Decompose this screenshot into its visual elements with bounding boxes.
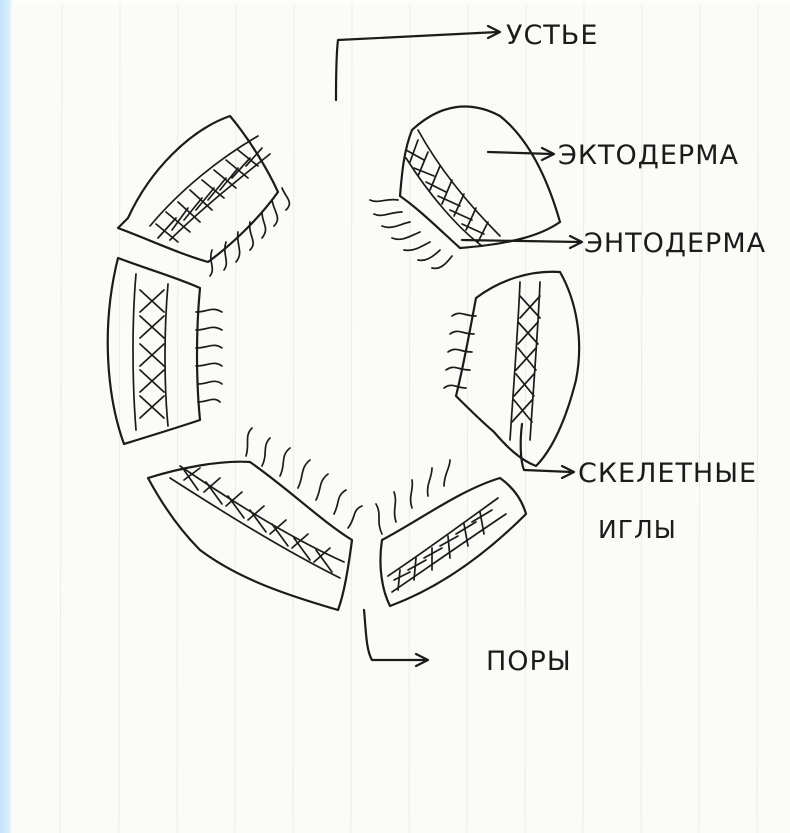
label-ectoderm: ЭКТОДЕРМА <box>558 140 739 171</box>
paper-ruling <box>60 4 758 833</box>
wall-segment-top-right <box>370 107 560 269</box>
wall-segment-right <box>444 272 579 466</box>
wall-segment-top-left <box>118 116 289 276</box>
label-spicules: СКЕЛЕТНЫЕ <box>578 458 757 489</box>
label-endoderm: ЭНТОДЕРМА <box>584 228 766 259</box>
wall-segment-left <box>108 258 222 444</box>
wall-segment-bottom-left <box>148 428 362 610</box>
label-spicules-line2: ИГЛЫ <box>598 515 677 544</box>
wall-segment-bottom-right <box>376 460 526 606</box>
label-mouth: УСТЬЕ <box>506 20 598 51</box>
label-pores: ПОРЫ <box>486 646 572 677</box>
